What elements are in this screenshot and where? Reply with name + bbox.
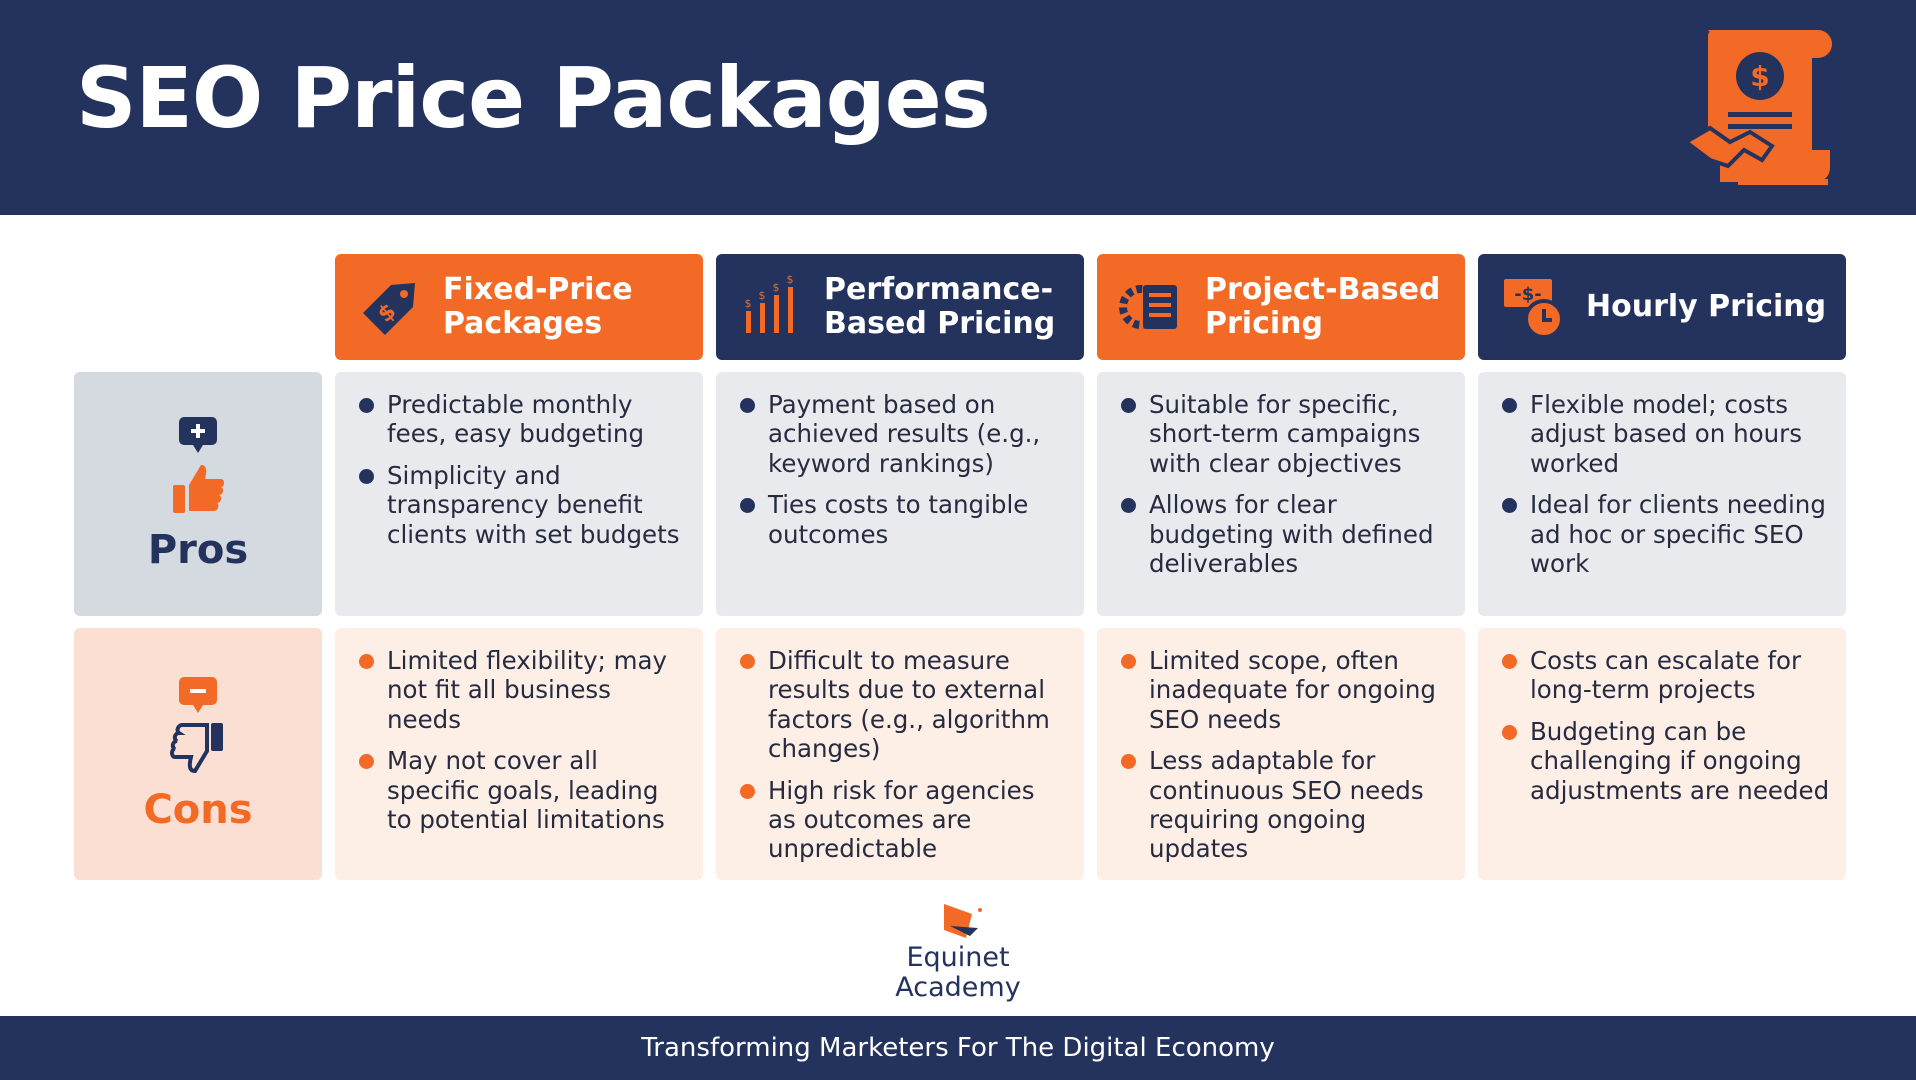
list-item: May not cover all specific goals, leadin… <box>355 746 687 834</box>
project-document-icon <box>1119 285 1177 329</box>
hourly-cash-clock-icon: -$- <box>1504 279 1564 339</box>
row-header-cons: Cons <box>74 628 322 880</box>
list-item: Predictable monthly fees, easy budgeting <box>355 390 687 449</box>
pricing-table: $ Fixed-Price Packages $ $ $ $ Performan… <box>74 254 1846 880</box>
list-item: Ideal for clients needing ad hoc or spec… <box>1498 490 1830 578</box>
minus-bubble-icon <box>179 677 217 713</box>
list-item: Less adaptable for continuous SEO needs … <box>1117 746 1449 864</box>
pros-cell-hourly: Flexible model; costs adjust based on ho… <box>1478 372 1846 616</box>
header-banner: SEO Price Packages $ <box>0 0 1916 215</box>
svg-text:-$-: -$- <box>1514 284 1541 305</box>
equinet-academy-logo: Equinet Academy <box>888 900 1028 1010</box>
row-label-cons: Cons <box>143 787 253 833</box>
column-label: Performance-Based Pricing <box>824 272 1056 341</box>
pros-cell-project-based: Suitable for specific, short-term campai… <box>1097 372 1465 616</box>
column-header-fixed-price: $ Fixed-Price Packages <box>335 254 703 360</box>
thumbs-up-icon <box>173 465 224 513</box>
list-item: Suitable for specific, short-term campai… <box>1117 390 1449 478</box>
footer-banner: Transforming Marketers For The Digital E… <box>0 1016 1916 1080</box>
list-item: Budgeting can be challenging if ongoing … <box>1498 717 1830 805</box>
table-corner <box>74 254 322 360</box>
list-item: High risk for agencies as outcomes are u… <box>736 776 1068 864</box>
column-label: Hourly Pricing <box>1586 289 1827 325</box>
logo-mark-icon <box>944 904 982 938</box>
cons-cell-project-based: Limited scope, often inadequate for ongo… <box>1097 628 1465 880</box>
svg-text:$: $ <box>1750 60 1769 93</box>
row-label-pros: Pros <box>147 527 249 573</box>
contract-handshake-icon: $ <box>1682 30 1832 185</box>
page-title: SEO Price Packages <box>76 49 991 147</box>
list-item: Simplicity and transparency benefit clie… <box>355 461 687 549</box>
column-label: Fixed-Price Packages <box>443 272 633 341</box>
thumbs-down-icon <box>170 723 223 774</box>
list-item: Difficult to measure results due to exte… <box>736 646 1068 764</box>
logo-text-line1: Equinet <box>906 942 1010 973</box>
cons-cell-performance-based: Difficult to measure results due to exte… <box>716 628 1084 880</box>
plus-bubble-icon <box>179 417 217 453</box>
list-item: Payment based on achieved results (e.g.,… <box>736 390 1068 478</box>
bar-chart-dollar-icon: $ $ $ $ <box>745 273 794 333</box>
logo-text-line2: Academy <box>895 972 1021 1003</box>
pros-cell-performance-based: Payment based on achieved results (e.g.,… <box>716 372 1084 616</box>
list-item: Costs can escalate for long-term project… <box>1498 646 1830 705</box>
svg-text:$: $ <box>759 289 766 302</box>
list-item: Flexible model; costs adjust based on ho… <box>1498 390 1830 478</box>
column-header-performance-based: $ $ $ $ Performance-Based Pricing <box>716 254 1084 360</box>
column-label: Project-Based Pricing <box>1205 272 1441 341</box>
svg-text:$: $ <box>745 297 752 310</box>
svg-text:$: $ <box>773 281 780 294</box>
svg-text:$: $ <box>787 273 794 286</box>
cons-cell-hourly: Costs can escalate for long-term project… <box>1478 628 1846 880</box>
cons-cell-fixed-price: Limited flexibility; may not fit all bus… <box>335 628 703 880</box>
column-header-hourly: -$- Hourly Pricing <box>1478 254 1846 360</box>
column-header-project-based: Project-Based Pricing <box>1097 254 1465 360</box>
list-item: Limited scope, often inadequate for ongo… <box>1117 646 1449 734</box>
list-item: Allows for clear budgeting with defined … <box>1117 490 1449 578</box>
footer-tagline: Transforming Marketers For The Digital E… <box>641 1033 1275 1063</box>
price-tag-icon: $ <box>363 283 415 335</box>
list-item: Limited flexibility; may not fit all bus… <box>355 646 687 734</box>
pros-cell-fixed-price: Predictable monthly fees, easy budgeting… <box>335 372 703 616</box>
list-item: Ties costs to tangible outcomes <box>736 490 1068 549</box>
row-header-pros: Pros <box>74 372 322 616</box>
